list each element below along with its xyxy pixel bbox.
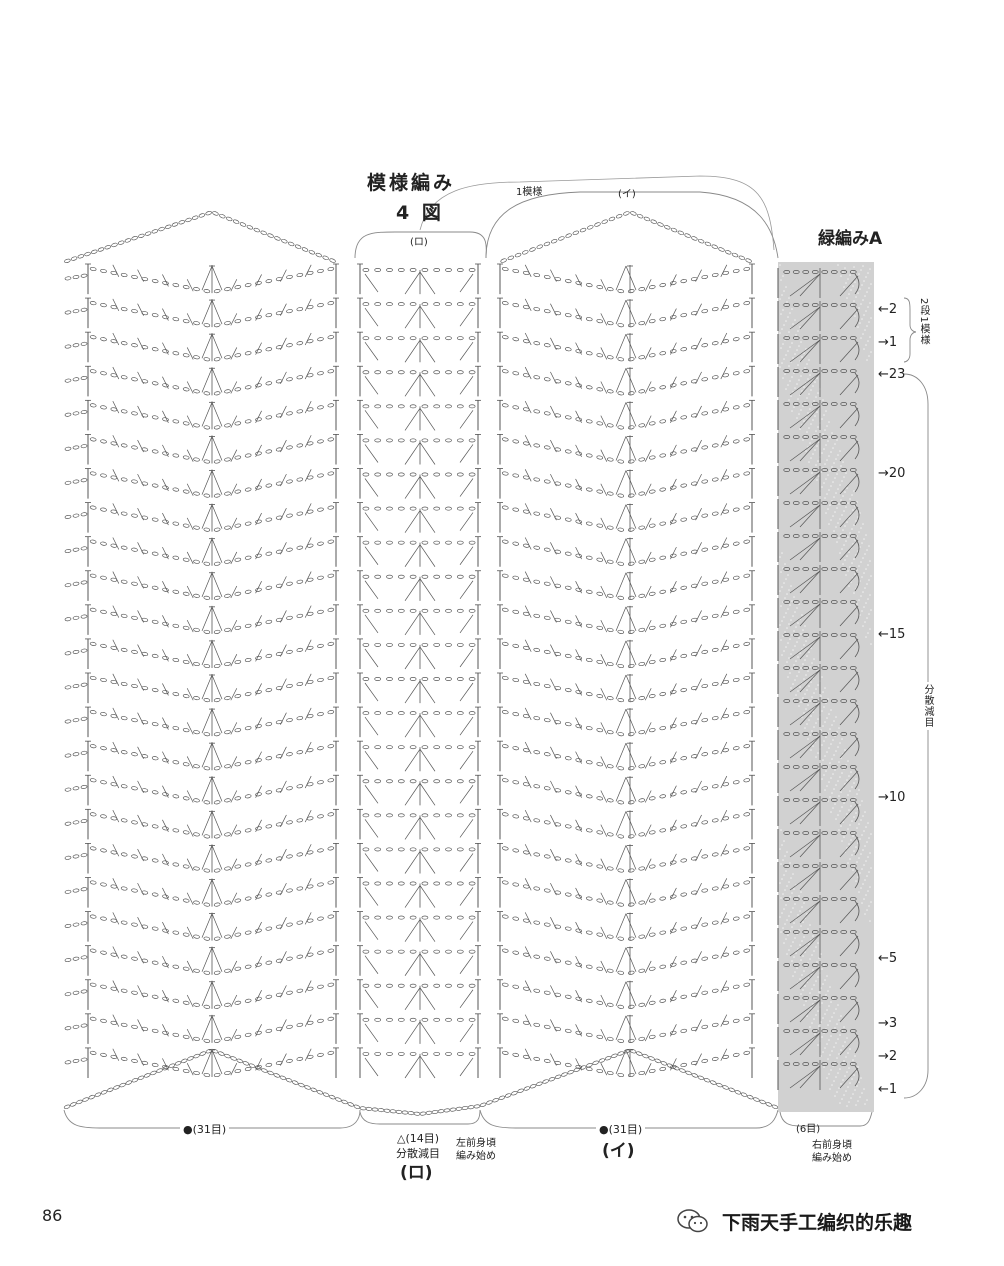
- bottom-right-count: ●(31目): [596, 1121, 646, 1137]
- left-front-start-line2: 編み始め: [456, 1151, 496, 1162]
- row-marker: →10: [878, 790, 906, 805]
- chart-title-line2: 4 図: [396, 202, 444, 224]
- right-front-start-line2: 編み始め: [812, 1153, 852, 1164]
- bottom-middle-note: 分散減目: [396, 1147, 440, 1160]
- repeat-label: 1模様: [516, 187, 543, 198]
- stitch-pattern: [63, 210, 779, 1116]
- row-marker: ←2: [878, 302, 898, 317]
- chart-title-line1: 模様編み: [367, 172, 456, 194]
- bottom-middle-count: △(14目): [397, 1132, 440, 1145]
- row-marker: →1: [878, 335, 898, 350]
- border-count: (6目): [796, 1124, 821, 1135]
- section-label-i-top: (イ): [618, 189, 636, 200]
- watermark: 下雨天手工编织的乐趣: [722, 1212, 913, 1234]
- section-label-ro-top: (ロ): [410, 237, 428, 248]
- row-marker: ←23: [878, 367, 906, 382]
- row-marker: →20: [878, 466, 906, 481]
- side-label-dispersed-decrease: 分散減目: [920, 682, 935, 730]
- side-label-two-rows-one-pattern: 2段1模様: [918, 298, 929, 346]
- row-marker: ←1: [878, 1082, 898, 1097]
- wechat-icon: [676, 1208, 710, 1234]
- right-front-start-line1: 右前身頃: [812, 1140, 852, 1151]
- row-marker: →2: [878, 1049, 898, 1064]
- section-label-i-bottom: (イ): [602, 1141, 635, 1161]
- bottom-left-count: ●(31目): [180, 1121, 230, 1137]
- border-title: 緑編みA: [818, 229, 883, 249]
- row-marker: →3: [878, 1016, 898, 1031]
- page-number: 86: [42, 1206, 63, 1225]
- row-marker: ←15: [878, 627, 906, 642]
- border-edging-a: [777, 262, 874, 1112]
- row-marker: ←5: [878, 951, 898, 966]
- section-label-ro-bottom: (ロ): [400, 1163, 433, 1183]
- left-front-start-line1: 左前身頃: [456, 1138, 496, 1149]
